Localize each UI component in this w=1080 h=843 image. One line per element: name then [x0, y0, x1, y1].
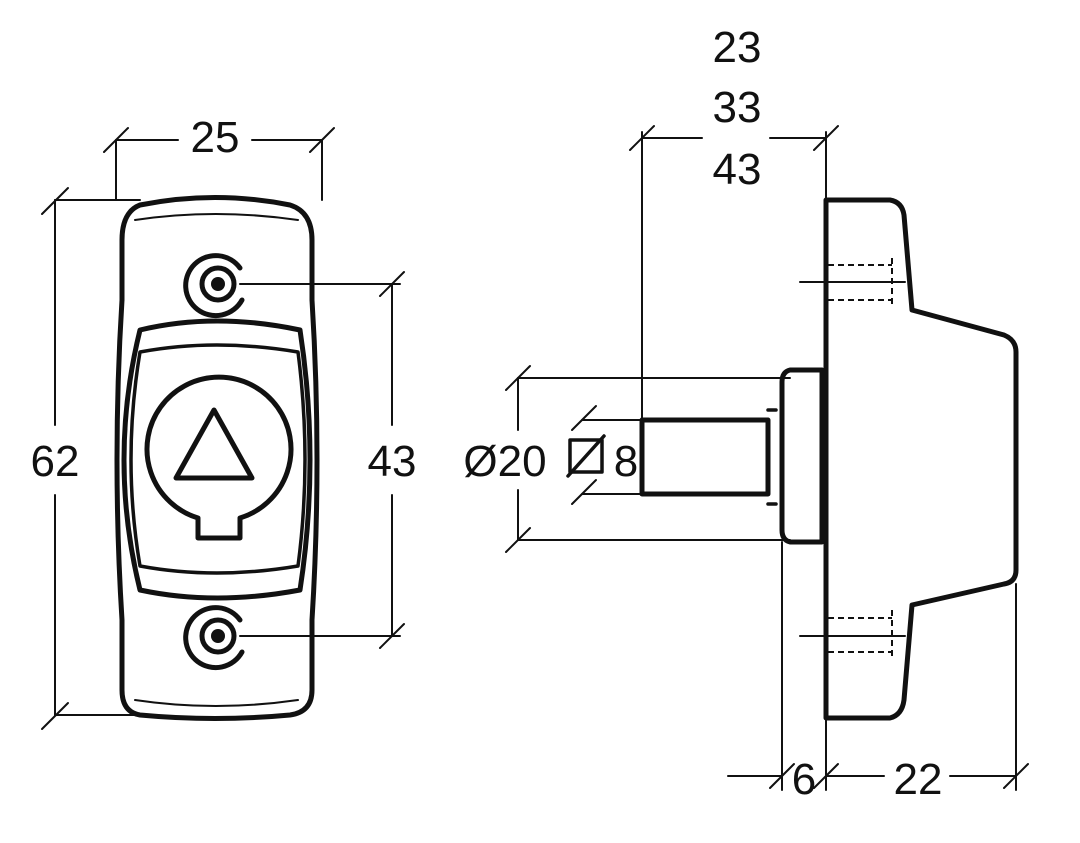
triangle-icon — [173, 407, 255, 481]
button-frame-inner — [129, 343, 307, 575]
spindle — [639, 417, 771, 497]
square-icon — [566, 434, 606, 478]
height-dimension — [41, 187, 141, 730]
plate-thickness-label: 6 — [792, 755, 816, 804]
lock-body-inner-edge — [134, 213, 299, 707]
height-label: 62 — [31, 437, 80, 486]
screw-spacing-label: 43 — [368, 437, 417, 486]
length-option-43: 43 — [713, 145, 762, 194]
body-profile — [823, 197, 1019, 721]
top-screw-hidden — [799, 258, 906, 308]
screw-spacing-dimension — [239, 271, 405, 649]
front-view: 25 62 43 — [31, 113, 417, 730]
mounting-plate — [779, 367, 825, 545]
side-view: 23 33 43 Ø20 8 — [463, 23, 1029, 804]
length-option-33: 33 — [713, 83, 762, 132]
cylinder-face — [144, 374, 294, 541]
bottom-screw — [183, 605, 245, 671]
diameter-label: Ø20 — [463, 437, 546, 486]
width-dimension — [103, 127, 335, 201]
width-label: 25 — [191, 113, 240, 162]
length-option-23: 23 — [713, 23, 762, 72]
square-dimension — [571, 405, 643, 505]
square-label: 8 — [614, 437, 638, 486]
button-frame — [121, 318, 313, 601]
depth-dimension — [727, 541, 1029, 791]
lock-body-outline — [114, 195, 320, 721]
body-depth-label: 22 — [894, 755, 943, 804]
diameter-dimension — [505, 365, 791, 553]
top-screw — [183, 253, 245, 319]
bottom-screw-hidden — [799, 610, 906, 660]
length-dimension — [629, 125, 839, 421]
